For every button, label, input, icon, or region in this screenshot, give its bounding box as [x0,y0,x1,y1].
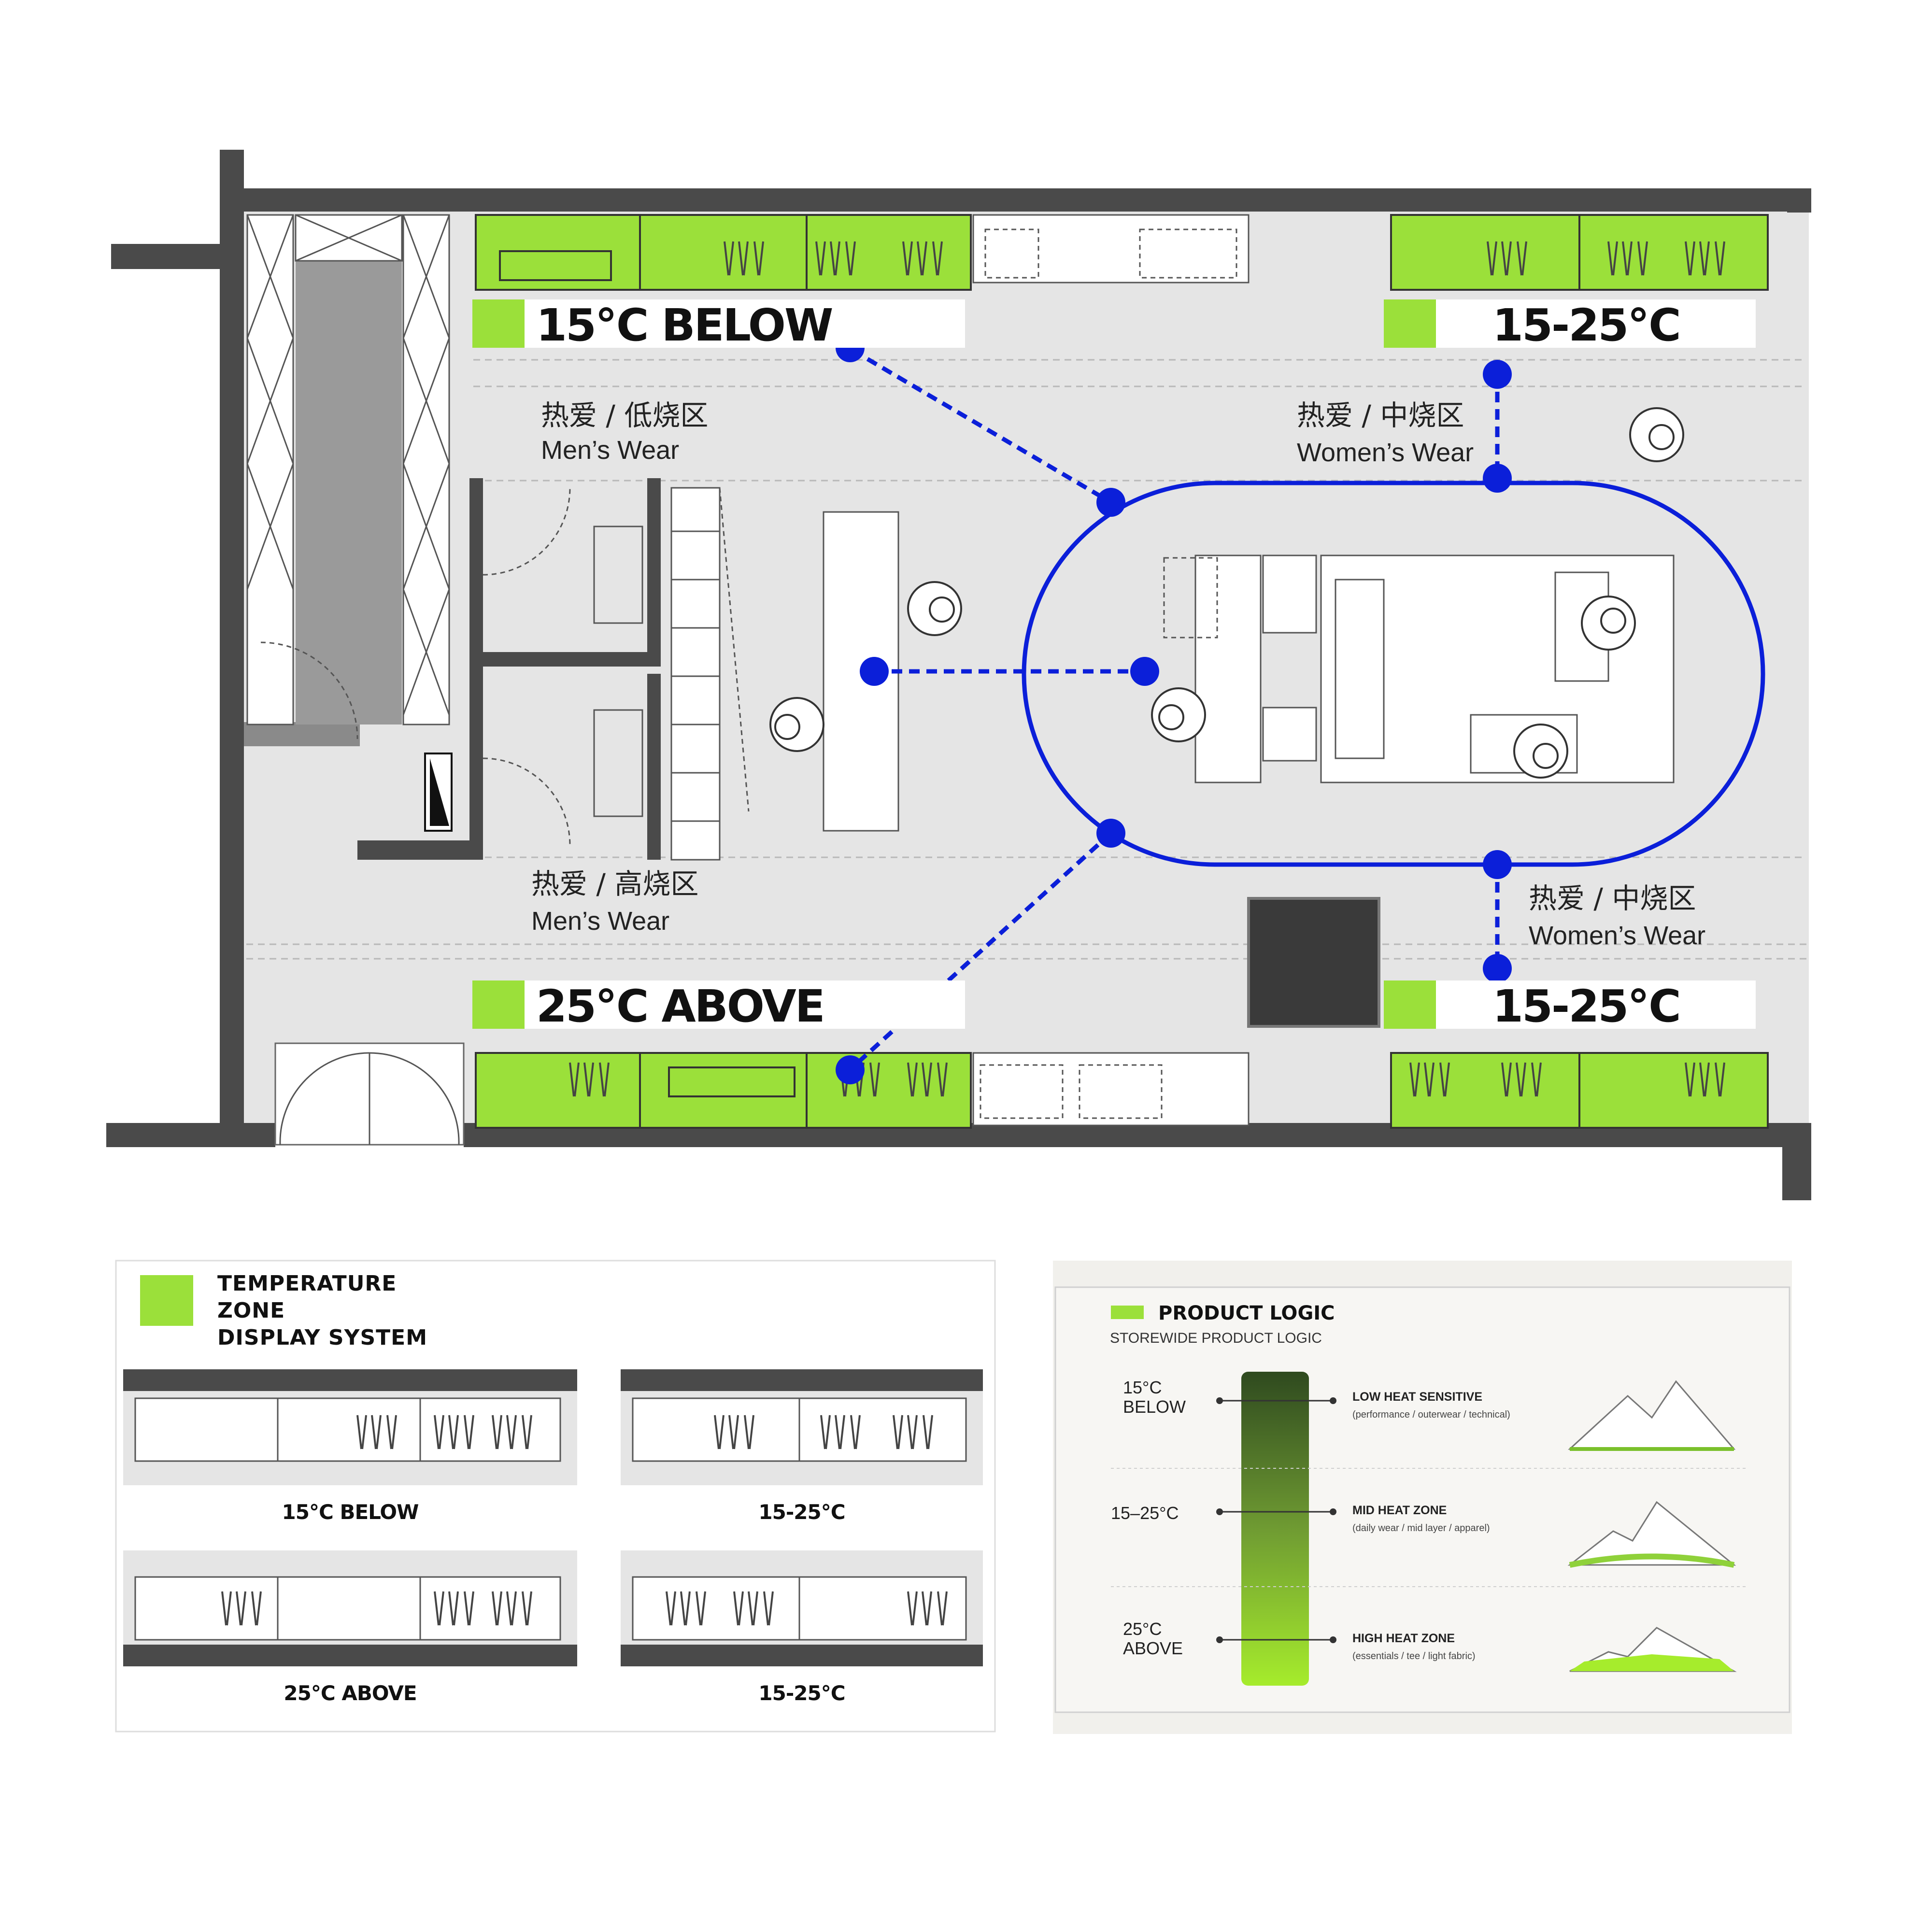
mini-rack-4 [621,1550,983,1666]
route-node [836,1055,865,1084]
pl-zone: LOW HEAT SENSITIVE [1352,1390,1482,1404]
pl-temp: BELOW [1123,1397,1186,1417]
route-loop [836,333,1765,1084]
wall-left [220,150,244,1147]
mini-rack-3 [123,1550,577,1666]
pl-temp: 25°C [1123,1619,1162,1639]
fitting-wall-4 [469,652,661,667]
pl-temp: 15–25°C [1111,1503,1179,1523]
route-node [1483,954,1512,983]
area-label-en: Women’s Wear [1297,438,1474,467]
area-label-en: Men’s Wear [531,907,669,936]
mountain-icon [1569,1627,1737,1672]
area-label-cn: 热爱 / 低烧区 [541,399,708,432]
mountain-icon [1568,1380,1736,1451]
legend-title-line: DISPLAY SYSTEM [217,1325,427,1350]
zone-title: 15℃ BELOW [536,299,832,351]
pl-zone-detail: (daily wear / mid layer / apparel) [1352,1523,1490,1534]
mountain-icon [1567,1501,1736,1568]
zone-label-bottom-left: 25℃ ABOVE [472,980,965,1032]
route-node [1130,657,1159,686]
route-node [1483,360,1512,389]
panel-caption: 25℃ ABOVE [284,1681,416,1705]
fitting-wall-3 [647,674,661,860]
wall-bottom-left [106,1123,275,1147]
area-label-cn: 热爱 / 高烧区 [531,867,698,900]
legend-title-line: ZONE [217,1298,285,1323]
zone-title: 15-25℃ [1492,299,1680,351]
area-label-cn: 热爱 / 中烧区 [1297,399,1464,432]
fitting-bench-1 [593,526,643,624]
legend-title-line: TEMPERATURE [217,1271,397,1296]
door-swing-icon-3 [260,641,358,739]
route-node [1096,488,1125,517]
legend-panel: TEMPERATURE ZONE DISPLAY SYSTEM 15℃ BELO… [115,1260,996,1733]
area-label-en: Men’s Wear [541,436,679,465]
entrance-door [274,1042,465,1146]
zone-title: 25℃ ABOVE [536,980,824,1032]
area-label-en: Women’s Wear [1529,921,1705,950]
zone-label-top-left: 15℃ BELOW [472,299,965,351]
pl-swatch [1111,1306,1144,1319]
fitting-wall-5 [357,840,483,860]
pl-subtitle: STOREWIDE PRODUCT LOGIC [1110,1330,1322,1346]
rack-top-right [1390,214,1769,291]
pl-zone-detail: (performance / outerwear / technical) [1352,1409,1510,1420]
person-icon [769,407,1684,779]
zone-label-top-right: 15-25℃ [1384,299,1756,351]
pl-zone: MID HEAT ZONE [1352,1504,1447,1517]
route-node [860,657,889,686]
pl-zone: HIGH HEAT ZONE [1352,1632,1455,1645]
floor-plan: 15℃ BELOW 15-25℃ 25℃ ABOVE 15-25℃ 热爱 / 低… [106,150,1811,1200]
cash-counter [1247,897,1380,1028]
counter-top [972,214,1250,284]
rack-bottom-left [475,1052,972,1129]
stair-block [244,722,360,746]
pl-row-2: 15–25°C MID HEAT ZONE (daily wear / mid … [1111,1501,1736,1568]
zone-label-bottom-right: 15-25℃ [1384,980,1756,1032]
pl-zone-detail: (essentials / tee / light fabric) [1352,1651,1476,1662]
route-node [1483,464,1512,493]
door-swing-icon [483,487,571,576]
route-node [1096,819,1125,848]
panel-caption: 15-25℃ [758,1681,845,1705]
area-label-cn: 热爱 / 中烧区 [1529,882,1696,915]
rack-top-left [475,214,972,291]
rack-bottom-right [1390,1052,1769,1129]
panel-caption: 15℃ BELOW [282,1500,419,1524]
shelving-left [246,214,450,725]
wall-left-stub [111,244,244,269]
counter-bottom [972,1052,1250,1126]
fitting-wall-2 [647,478,661,667]
pl-row-1: 15°C BELOW LOW HEAT SENSITIVE (performan… [1123,1378,1736,1451]
legend-swatch [140,1275,193,1326]
door-swing-icon-2 [483,757,571,846]
fitting-wall-1 [469,478,483,860]
wall-right-stub [1782,1123,1811,1200]
pl-temp: ABOVE [1123,1638,1183,1658]
wall-top [220,188,1809,212]
mirror-rack [670,487,750,861]
zone-title: 15-25℃ [1492,980,1680,1032]
panel-caption: 15-25℃ [758,1500,845,1524]
pl-row-3: 25°C ABOVE HIGH HEAT ZONE (essentials / … [1123,1619,1737,1672]
wall-right [1787,188,1811,213]
heat-gradient-bar [1241,1372,1309,1686]
pl-title: PRODUCT LOGIC [1158,1302,1335,1324]
mini-rack-2 [621,1369,983,1485]
mini-rack-1 [123,1369,577,1485]
route-node [1483,850,1512,879]
product-logic-panel: PRODUCT LOGIC STOREWIDE PRODUCT LOGIC 15… [1053,1261,1792,1734]
fitting-bench-2 [593,709,643,817]
pl-temp: 15°C [1123,1378,1162,1397]
storage-core [296,261,402,724]
